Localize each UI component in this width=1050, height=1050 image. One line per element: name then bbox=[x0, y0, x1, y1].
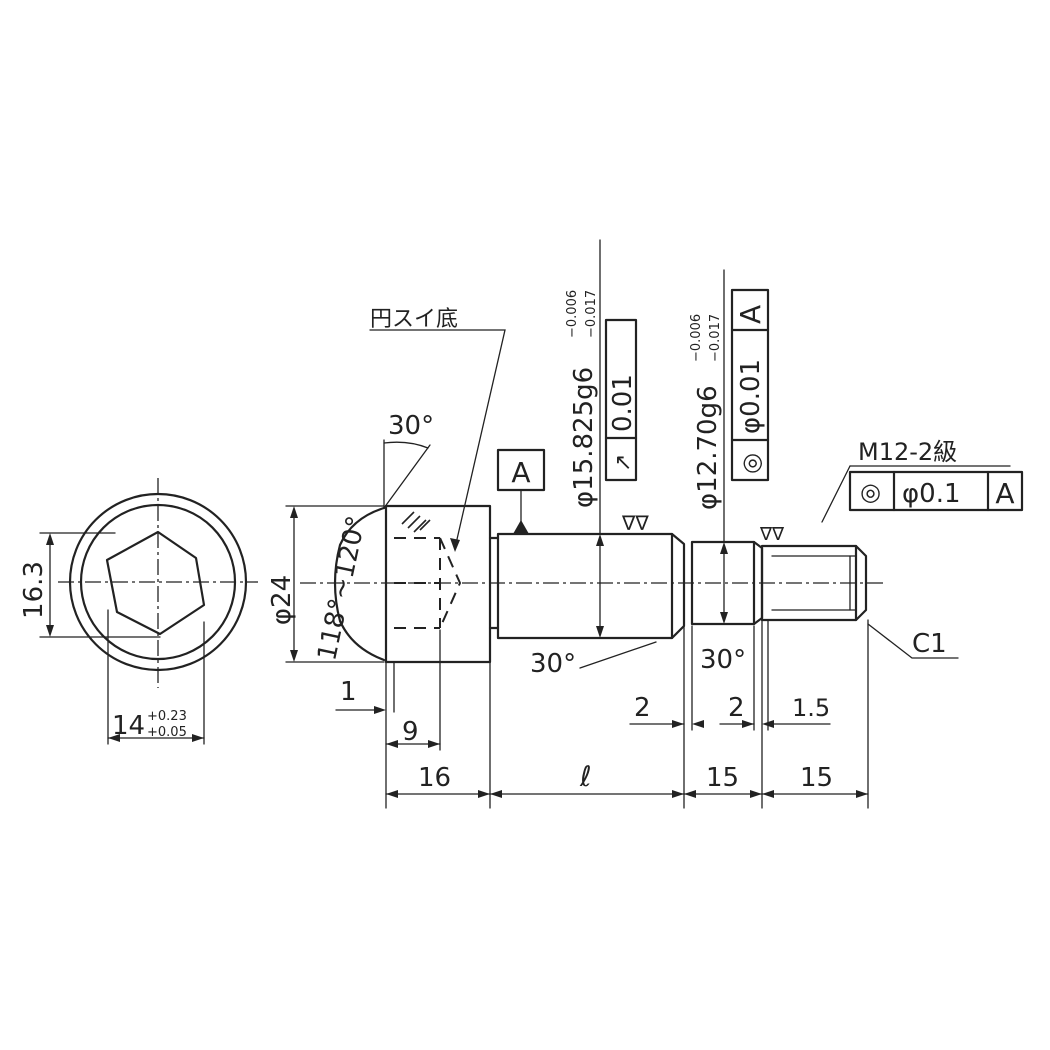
concentricity-frame bbox=[730, 288, 770, 482]
arrowhead bbox=[386, 740, 398, 748]
thread-chamfer bbox=[854, 544, 868, 622]
dia15-label: φ15.825g6 bbox=[569, 367, 599, 508]
arrowhead bbox=[428, 740, 440, 748]
arrowhead bbox=[692, 720, 704, 728]
dim-label-14: 14 bbox=[112, 711, 145, 741]
thread-concentricity-datum: A bbox=[995, 477, 1014, 510]
arrowhead bbox=[192, 734, 204, 742]
concentricity-symbol: ◎ bbox=[737, 453, 765, 474]
dim-label-l: ℓ bbox=[579, 760, 592, 793]
note-leader bbox=[369, 329, 506, 549]
finish-mark-shank: ∇∇ bbox=[621, 511, 649, 535]
dim-label-1-5: 1.5 bbox=[792, 694, 830, 722]
concentricity-value: φ0.01 bbox=[736, 359, 766, 434]
thread-body bbox=[760, 544, 858, 622]
dim-label-1: 1 bbox=[340, 677, 357, 707]
thread-spec: M12-2級 bbox=[858, 438, 957, 466]
neck-chamfer-angle: 30° bbox=[700, 645, 746, 675]
arrowhead bbox=[762, 720, 774, 728]
dia15-tol-lower: −0.017 bbox=[584, 290, 599, 338]
arrowhead bbox=[290, 506, 298, 518]
socket-hatch bbox=[401, 511, 431, 533]
thread-concentricity-symbol: ◎ bbox=[860, 478, 881, 506]
arrowhead bbox=[762, 790, 774, 798]
arrowhead bbox=[856, 790, 868, 798]
arrowhead bbox=[490, 790, 502, 798]
thread-spec-leader bbox=[821, 465, 851, 523]
shank-body bbox=[496, 532, 674, 640]
runout-symbol: ↗ bbox=[611, 454, 636, 472]
dim-label-9: 9 bbox=[402, 717, 419, 747]
datum-triangle bbox=[513, 520, 529, 534]
dim-label-15b: 15 bbox=[800, 763, 833, 793]
chamfer-leader-shank bbox=[579, 641, 657, 669]
thread-concentricity-value: φ0.1 bbox=[902, 479, 961, 509]
dia12-tol-lower: −0.017 bbox=[708, 314, 723, 362]
arrowhead bbox=[750, 790, 762, 798]
arrowhead bbox=[720, 542, 728, 554]
head-cone-arc bbox=[333, 506, 386, 662]
arrowhead bbox=[742, 720, 754, 728]
concentricity-datum: A bbox=[734, 305, 767, 324]
arrowhead bbox=[386, 790, 398, 798]
chamfer-leader-c1 bbox=[867, 623, 959, 659]
socket-cone-bottom bbox=[439, 537, 462, 629]
dim-label-2a: 2 bbox=[634, 693, 651, 723]
arrowhead bbox=[374, 706, 386, 714]
neck-body bbox=[690, 540, 756, 626]
dim-tol-upper: +0.23 bbox=[147, 709, 187, 724]
head-body bbox=[384, 504, 492, 664]
dim-label-15a: 15 bbox=[706, 763, 739, 793]
arrowhead bbox=[478, 790, 490, 798]
datum-a-label: A bbox=[511, 456, 530, 489]
arrowhead bbox=[450, 538, 460, 552]
arrowhead bbox=[672, 720, 684, 728]
dim-label-16: 16 bbox=[418, 763, 451, 793]
side-view: 30° 円スイ底 φ24 118°~120° 1 9 bbox=[267, 239, 1024, 809]
arrowhead bbox=[720, 612, 728, 624]
arrowhead bbox=[46, 533, 54, 545]
arrowhead bbox=[290, 650, 298, 662]
cone-angle-label: 118°~120° bbox=[312, 513, 372, 663]
arrowhead bbox=[684, 790, 696, 798]
chamfer-c1-label: C1 bbox=[912, 629, 947, 659]
arrowhead bbox=[46, 625, 54, 637]
arrowhead bbox=[108, 734, 120, 742]
hex-socket bbox=[105, 530, 206, 636]
thread-concentricity-frame bbox=[848, 470, 1024, 512]
arrowhead bbox=[596, 534, 604, 546]
shank-chamfer-angle: 30° bbox=[530, 649, 576, 679]
dia12-tol-upper: −0.006 bbox=[689, 314, 704, 362]
dim-label-16-3: 16.3 bbox=[19, 561, 49, 619]
dim-tol-lower: +0.05 bbox=[147, 725, 187, 740]
shank-chamfer bbox=[670, 532, 686, 640]
angle-label-30-top: 30° bbox=[388, 411, 434, 441]
finish-mark-thread: ∇∇ bbox=[759, 524, 785, 545]
dim-label-dia24: φ24 bbox=[267, 575, 297, 625]
dia12-label: φ12.70g6 bbox=[693, 385, 723, 510]
end-view: 16.3 14 +0.23 +0.05 bbox=[19, 478, 258, 745]
runout-value: 0.01 bbox=[608, 374, 638, 432]
angle-arc-30 bbox=[383, 441, 429, 449]
dim-label-2b: 2 bbox=[728, 693, 745, 723]
dia15-tol-upper: −0.006 bbox=[565, 290, 580, 338]
arrowhead bbox=[672, 790, 684, 798]
arrowhead bbox=[596, 626, 604, 638]
angle-ref-30 bbox=[383, 444, 431, 509]
note-counterbore-bottom: 円スイ底 bbox=[370, 307, 458, 332]
runout-frame bbox=[604, 318, 638, 482]
